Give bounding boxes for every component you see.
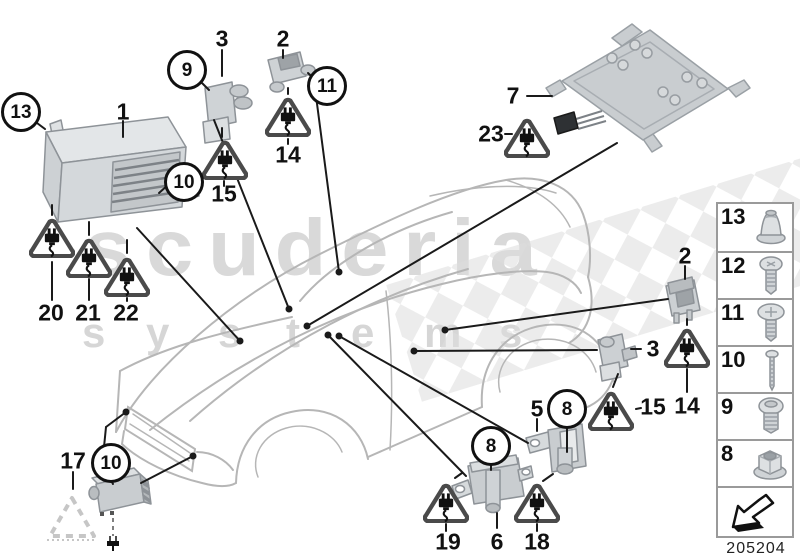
watermark-letter: s bbox=[82, 309, 106, 356]
part-sensor-3-top bbox=[202, 81, 253, 144]
ghost-warning-triangle-17 bbox=[47, 496, 97, 541]
callout-circled-9[interactable]: 9 bbox=[167, 50, 207, 90]
diagram-code: 205204 bbox=[726, 540, 786, 557]
part-control-module bbox=[42, 116, 200, 223]
warning-triangle-14-top bbox=[267, 100, 309, 136]
callout-18[interactable]: 18 bbox=[524, 528, 550, 555]
legend-item-9[interactable]: 9 bbox=[718, 392, 792, 439]
car-outline-sketch bbox=[115, 177, 614, 487]
legend-number: 12 bbox=[721, 253, 746, 278]
legend-item-10[interactable]: 10 bbox=[718, 345, 792, 392]
watermark-letter: y bbox=[146, 309, 170, 356]
callout-circled-8-left[interactable]: 8 bbox=[471, 426, 511, 466]
callout-2-top[interactable]: 2 bbox=[276, 25, 290, 52]
callout-circled-10-front[interactable]: 10 bbox=[91, 443, 131, 483]
legend-number: 8 bbox=[721, 441, 734, 466]
warning-triangle-20 bbox=[31, 221, 73, 257]
callout-23[interactable]: 23 bbox=[478, 120, 504, 147]
callout-1[interactable]: 1 bbox=[116, 98, 130, 125]
warning-triangle-22 bbox=[106, 260, 148, 296]
callout-14-top[interactable]: 14 bbox=[275, 141, 301, 168]
legend-item-11[interactable]: 11 bbox=[718, 298, 792, 345]
warning-triangle-23 bbox=[506, 121, 548, 157]
callout-22[interactable]: 22 bbox=[113, 299, 139, 326]
callout-5[interactable]: 5 bbox=[530, 395, 544, 422]
callout-circled-10-top[interactable]: 10 bbox=[164, 162, 204, 202]
legend-number: 13 bbox=[721, 204, 746, 229]
legend-number: 10 bbox=[721, 347, 746, 372]
callout-7[interactable]: 7 bbox=[506, 82, 520, 109]
watermark-letter: e bbox=[351, 309, 375, 356]
legend-item-13[interactable]: 13 bbox=[718, 204, 792, 251]
callout-15-right[interactable]: 15 bbox=[640, 393, 666, 420]
mini-plug-symbol bbox=[100, 511, 119, 551]
legend-item-8[interactable]: 8 bbox=[718, 439, 792, 486]
callout-3-top[interactable]: 3 bbox=[215, 25, 229, 52]
callout-19[interactable]: 19 bbox=[435, 528, 461, 555]
torx-pan-head-screw-icon bbox=[747, 254, 791, 303]
leader-endpoint-dots bbox=[122, 268, 449, 460]
button-head-screw-icon bbox=[747, 395, 791, 444]
warning-triangle-15-right bbox=[590, 394, 632, 430]
legend-number: 9 bbox=[721, 394, 734, 419]
long-thin-screw-icon bbox=[747, 348, 791, 397]
fastener-legend: 13 12 11 bbox=[716, 202, 794, 538]
plastic-expansion-nut-icon bbox=[747, 205, 791, 254]
callout-2-right[interactable]: 2 bbox=[678, 242, 692, 269]
part-bracket-5 bbox=[525, 423, 587, 475]
callout-21[interactable]: 21 bbox=[75, 299, 101, 326]
callout-17[interactable]: 17 bbox=[60, 447, 86, 474]
part-sensor-2-top bbox=[267, 51, 316, 93]
warning-triangle-21 bbox=[68, 241, 110, 277]
warning-triangle-15-top bbox=[204, 143, 246, 179]
hex-flange-nut-icon bbox=[747, 442, 791, 491]
warning-triangle-14-right bbox=[666, 331, 708, 367]
part-sat-module-7 bbox=[545, 23, 751, 153]
callout-6[interactable]: 6 bbox=[490, 528, 504, 555]
legend-number: 11 bbox=[721, 300, 745, 325]
callout-3-right[interactable]: 3 bbox=[646, 335, 660, 362]
legend-item-12[interactable]: 12 bbox=[718, 251, 792, 298]
callout-circled-11[interactable]: 11 bbox=[307, 66, 347, 106]
callout-15-top[interactable]: 15 bbox=[211, 180, 237, 207]
callout-20[interactable]: 20 bbox=[38, 299, 64, 326]
direction-arrow-icon bbox=[726, 491, 778, 540]
part-sensor-6 bbox=[451, 454, 534, 514]
legend-direction-cell bbox=[718, 486, 792, 536]
phillips-pan-head-screw-icon bbox=[747, 301, 791, 350]
callout-circled-13[interactable]: 13 bbox=[1, 92, 41, 132]
callout-circled-8-right[interactable]: 8 bbox=[547, 389, 587, 429]
callout-14-right[interactable]: 14 bbox=[674, 392, 700, 419]
